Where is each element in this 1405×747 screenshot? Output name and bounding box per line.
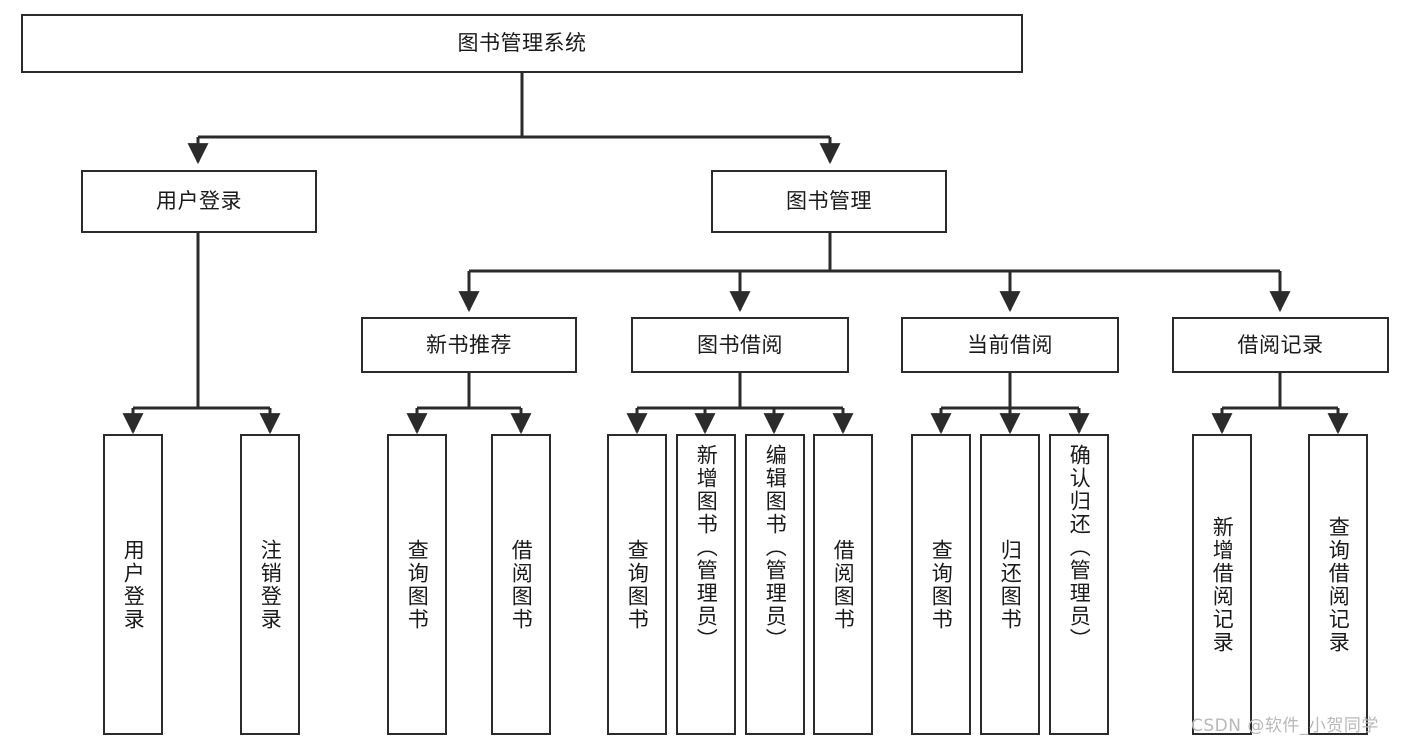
leaf-current-borrow-confirm-return-admin[interactable]: 确认归还（管理员） xyxy=(1049,434,1109,735)
leaf-borrow-record-query-record[interactable]: 查询借阅记录 xyxy=(1308,434,1368,735)
node-book-borrow[interactable]: 图书借阅 xyxy=(631,317,849,373)
node-label: 用户登录 xyxy=(156,189,242,214)
node-label: 查询图书 xyxy=(625,538,650,631)
leaf-book-borrow-borrow-book[interactable]: 借阅图书 xyxy=(813,434,873,735)
node-label: 图书管理系统 xyxy=(457,31,587,56)
node-label: 归还图书 xyxy=(998,538,1023,631)
leaf-current-borrow-query-book[interactable]: 查询图书 xyxy=(911,434,971,735)
leaf-new-book-query-book[interactable]: 查询图书 xyxy=(387,434,447,735)
leaf-book-borrow-edit-book-admin[interactable]: 编辑图书（管理员） xyxy=(745,434,805,735)
node-label: 查询图书 xyxy=(929,538,954,631)
node-label: 图书借阅 xyxy=(697,332,783,357)
node-label: 当前借阅 xyxy=(967,332,1053,357)
node-label: 图书管理 xyxy=(786,189,872,214)
leaf-book-borrow-add-book-admin[interactable]: 新增图书（管理员） xyxy=(676,434,736,735)
node-label: 借阅图书 xyxy=(831,538,856,631)
leaf-borrow-record-add-record[interactable]: 新增借阅记录 xyxy=(1192,434,1252,735)
leaf-book-borrow-query-book[interactable]: 查询图书 xyxy=(607,434,667,735)
node-label: 编辑图书（管理员） xyxy=(763,444,788,651)
node-current-borrow[interactable]: 当前借阅 xyxy=(901,317,1119,373)
node-new-book-recommend[interactable]: 新书推荐 xyxy=(361,317,577,373)
leaf-new-book-borrow-book[interactable]: 借阅图书 xyxy=(491,434,551,735)
leaf-user-login-logout[interactable]: 注销登录 xyxy=(240,434,300,735)
node-label: 用户登录 xyxy=(121,538,146,631)
node-label: 确认归还（管理员） xyxy=(1067,444,1092,651)
node-label: 新书推荐 xyxy=(426,332,512,357)
node-label: 查询图书 xyxy=(405,538,430,631)
node-borrow-record[interactable]: 借阅记录 xyxy=(1172,317,1389,373)
node-label: 新增借阅记录 xyxy=(1210,515,1235,654)
leaf-user-login-login[interactable]: 用户登录 xyxy=(103,434,163,735)
node-label: 注销登录 xyxy=(258,538,283,631)
node-root-book-management-system[interactable]: 图书管理系统 xyxy=(21,14,1023,73)
node-user-login[interactable]: 用户登录 xyxy=(81,170,317,233)
leaf-current-borrow-return-book[interactable]: 归还图书 xyxy=(980,434,1040,735)
node-label: 借阅记录 xyxy=(1237,332,1324,357)
node-label: 新增图书（管理员） xyxy=(694,444,719,651)
node-book-management[interactable]: 图书管理 xyxy=(711,170,947,233)
watermark: CSDN @软件_小贺同学 xyxy=(1191,716,1379,736)
node-label: 查询借阅记录 xyxy=(1326,515,1351,654)
node-label: 借阅图书 xyxy=(509,538,534,631)
